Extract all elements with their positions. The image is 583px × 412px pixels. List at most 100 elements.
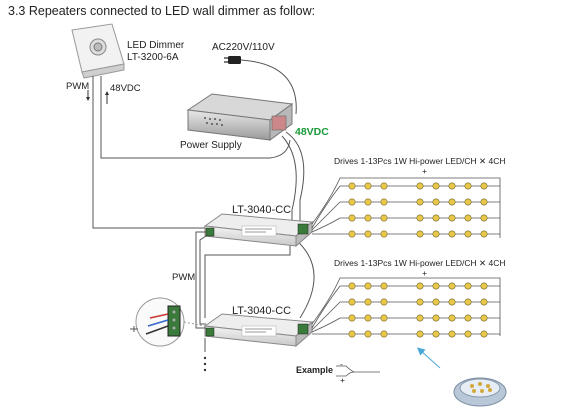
led-icon [448, 298, 456, 306]
led-icon [480, 330, 488, 338]
example-label: Example [296, 365, 334, 375]
led-icon [380, 314, 388, 322]
led-icon [364, 198, 372, 206]
led-icon [432, 314, 440, 322]
led-array-1 [311, 177, 501, 238]
led-icon [432, 330, 440, 338]
led-icon [448, 198, 456, 206]
led-group-1-plus: + [422, 166, 427, 176]
led-dimmer-device [71, 23, 125, 79]
led-icon [348, 230, 356, 238]
led-icon [416, 314, 424, 322]
led-icon [380, 282, 388, 290]
led-icon [464, 198, 472, 206]
led-icon [480, 282, 488, 290]
example-wires [336, 365, 380, 377]
controller-2-device [203, 313, 314, 348]
power-supply-device [186, 93, 294, 141]
led-icon [364, 182, 372, 190]
led-icon [464, 282, 472, 290]
controller-2-label: LT-3040-CC [232, 305, 292, 317]
led-icon [380, 214, 388, 222]
multiply-icon: ✕ [479, 156, 487, 166]
vdc-arrowhead-icon [105, 91, 109, 95]
led-icon [416, 298, 424, 306]
pwm-link-wires [195, 231, 207, 329]
terminal-zoom-inset [130, 297, 206, 347]
led-group-1-desc: Drives 1-13Pcs 1W Hi-power LED/CH ✕ 4CH [334, 156, 506, 166]
led-icon [364, 214, 372, 222]
led-icon [364, 230, 372, 238]
led-icon [348, 298, 356, 306]
led-icon [432, 182, 440, 190]
dimmer-model-label: LT-3200-6A [127, 52, 179, 63]
example-arrow-icon [417, 347, 441, 369]
example-led-lamp-icon [453, 377, 507, 407]
led-icon [448, 282, 456, 290]
led-icon [364, 314, 372, 322]
led-icon [480, 182, 488, 190]
led-icon [432, 198, 440, 206]
page-heading: 3.3 Repeaters connected to LED wall dimm… [8, 4, 316, 18]
dimmer-wires [92, 76, 291, 229]
led-icon [480, 214, 488, 222]
led-array-2 [311, 277, 501, 338]
led-icon [464, 230, 472, 238]
led-icon [464, 330, 472, 338]
example-minus: - [340, 359, 343, 369]
led-icon [364, 298, 372, 306]
controller-1-label: LT-3040-CC [232, 204, 292, 216]
led-icon [464, 314, 472, 322]
led-icon [480, 230, 488, 238]
pwm-top-label: PWM [66, 81, 90, 92]
led-icon [348, 314, 356, 322]
ac-wire [240, 59, 297, 115]
led-icon [348, 198, 356, 206]
multiply-icon: ✕ [479, 258, 487, 268]
led-icon [416, 330, 424, 338]
led-icon [432, 230, 440, 238]
pwm-arrowhead-icon [86, 97, 90, 101]
led-icon [348, 182, 356, 190]
led-icon [416, 198, 424, 206]
led-icon [380, 182, 388, 190]
led-icon [416, 182, 424, 190]
led-icon [448, 214, 456, 222]
continuation-dots [203, 338, 207, 372]
example-plus: + [340, 375, 345, 385]
power-supply-label: Power Supply [180, 140, 242, 151]
dc-output-label: 48VDC [295, 126, 329, 138]
dc-wires [204, 131, 315, 319]
led-icon [480, 298, 488, 306]
led-icon [416, 214, 424, 222]
led-icon [364, 282, 372, 290]
led-icon [380, 330, 388, 338]
led-icon [380, 198, 388, 206]
led-icon [464, 214, 472, 222]
led-icon [416, 282, 424, 290]
led-icon [348, 214, 356, 222]
led-icon [480, 314, 488, 322]
vdc-top-label: 48VDC [110, 83, 141, 94]
ac-input-label: AC220V/110V [212, 42, 275, 53]
led-icon [364, 330, 372, 338]
led-icon [348, 282, 356, 290]
led-icon [348, 330, 356, 338]
led-icon [432, 298, 440, 306]
led-icon [464, 182, 472, 190]
led-icon [432, 214, 440, 222]
controller-1-device [203, 213, 314, 248]
dimmer-name-label: LED Dimmer [127, 40, 185, 51]
led-icon [448, 230, 456, 238]
ac-plug-icon [224, 56, 241, 64]
led-icon [448, 330, 456, 338]
led-group-2-plus: + [422, 268, 427, 278]
led-icon [448, 182, 456, 190]
led-icon [380, 298, 388, 306]
pwm-mid-label: PWM [172, 272, 196, 283]
led-icon [432, 282, 440, 290]
led-icon [464, 298, 472, 306]
led-group-2-desc: Drives 1-13Pcs 1W Hi-power LED/CH ✕ 4CH [334, 258, 506, 268]
led-icon [380, 230, 388, 238]
